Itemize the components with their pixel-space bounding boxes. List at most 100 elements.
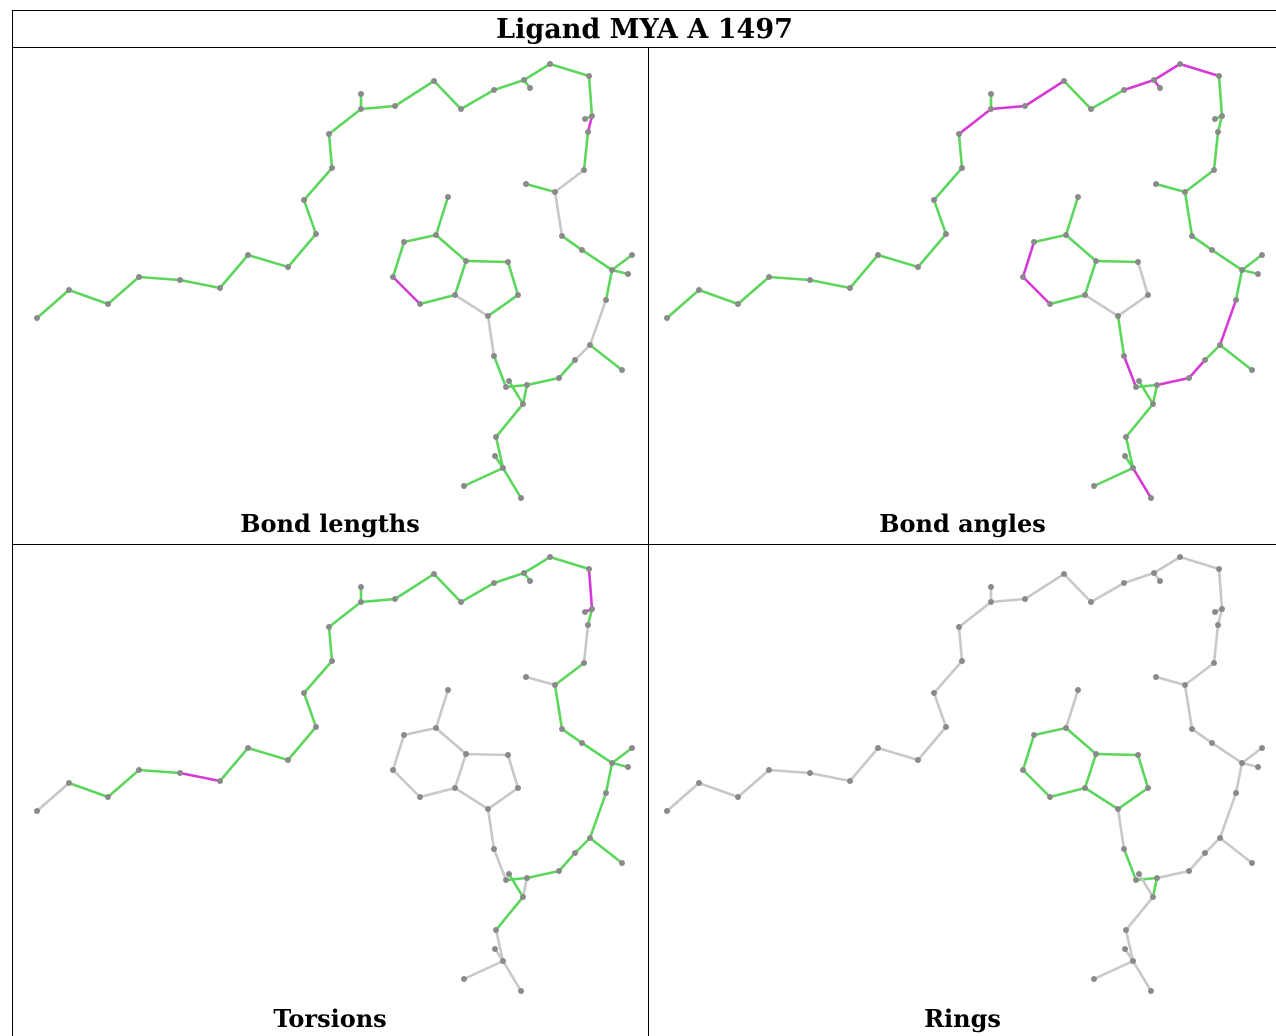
bond [1021, 768, 1052, 799]
atom [1153, 674, 1159, 680]
atom [1249, 367, 1255, 373]
atom [401, 732, 407, 738]
atom [518, 988, 524, 994]
atom [1082, 785, 1088, 791]
bond [1032, 233, 1068, 244]
bond [736, 275, 771, 306]
bond [464, 259, 510, 264]
bond [302, 659, 334, 695]
atom [988, 599, 994, 605]
panel-bond-lengths: Bond lengths [12, 48, 648, 544]
atom [301, 197, 307, 203]
atom [1148, 495, 1154, 501]
atom [433, 232, 439, 238]
bond [302, 198, 318, 236]
bond [697, 781, 740, 799]
atom [943, 724, 949, 730]
atom [493, 927, 499, 933]
bond [1064, 688, 1080, 730]
bond [665, 781, 701, 813]
bond [1218, 343, 1254, 372]
atom [1202, 357, 1208, 363]
atom [1122, 946, 1128, 952]
atom [1177, 554, 1183, 560]
bond [736, 768, 771, 799]
atom [358, 584, 364, 590]
bond [1064, 726, 1098, 756]
bond [1210, 248, 1244, 272]
atom [445, 687, 451, 693]
bond [876, 746, 920, 762]
bond [521, 383, 529, 406]
atom [1150, 894, 1156, 900]
bond [486, 293, 520, 318]
bond [1092, 466, 1135, 488]
bond [1131, 466, 1153, 500]
atom [1212, 116, 1218, 122]
atom [1217, 342, 1223, 348]
atom [875, 252, 881, 258]
atom [1151, 77, 1157, 83]
bond [553, 683, 564, 731]
atom [586, 566, 592, 572]
bond [1152, 555, 1182, 575]
atom [245, 745, 251, 751]
atom [1047, 794, 1053, 800]
bond [418, 786, 457, 799]
atom [807, 770, 813, 776]
bond [462, 466, 505, 488]
bond [1083, 293, 1120, 318]
bond [504, 876, 529, 882]
atom [559, 726, 565, 732]
atom [1211, 660, 1217, 666]
atom [500, 465, 506, 471]
atom [1216, 73, 1222, 79]
atom [358, 91, 364, 97]
bond [1089, 88, 1126, 111]
bond [462, 959, 505, 981]
bond [494, 895, 525, 932]
bond [402, 726, 438, 737]
atom [1189, 233, 1195, 239]
bond [67, 781, 110, 799]
bond [1136, 753, 1150, 790]
bond [106, 275, 141, 306]
atom [1031, 239, 1037, 245]
bond [848, 253, 880, 290]
atom [1186, 375, 1192, 381]
atom [572, 850, 578, 856]
bond [359, 104, 397, 111]
atom [521, 570, 527, 576]
bond [507, 872, 525, 899]
bond [1062, 572, 1093, 604]
atom [1031, 732, 1037, 738]
atom [915, 264, 921, 270]
molecule-view-rings [664, 554, 1265, 994]
bond [1064, 233, 1098, 263]
bond [525, 869, 561, 880]
atom [358, 599, 364, 605]
atom [445, 194, 451, 200]
atom [1216, 566, 1222, 572]
bond [1048, 293, 1087, 306]
atom [1063, 232, 1069, 238]
bond [808, 278, 852, 290]
bond [402, 233, 438, 244]
bond [848, 746, 880, 783]
atom [518, 495, 524, 501]
atom [625, 764, 631, 770]
atom [1115, 313, 1121, 319]
bond [327, 625, 334, 663]
atom [589, 113, 595, 119]
bond [492, 571, 526, 585]
atom [547, 61, 553, 67]
bond [1116, 807, 1126, 851]
atom [313, 724, 319, 730]
atom [491, 353, 497, 359]
atom [625, 271, 631, 277]
atom [503, 384, 509, 390]
atom [520, 401, 526, 407]
atom [1215, 129, 1221, 135]
atom [1249, 860, 1255, 866]
bond [246, 746, 290, 762]
